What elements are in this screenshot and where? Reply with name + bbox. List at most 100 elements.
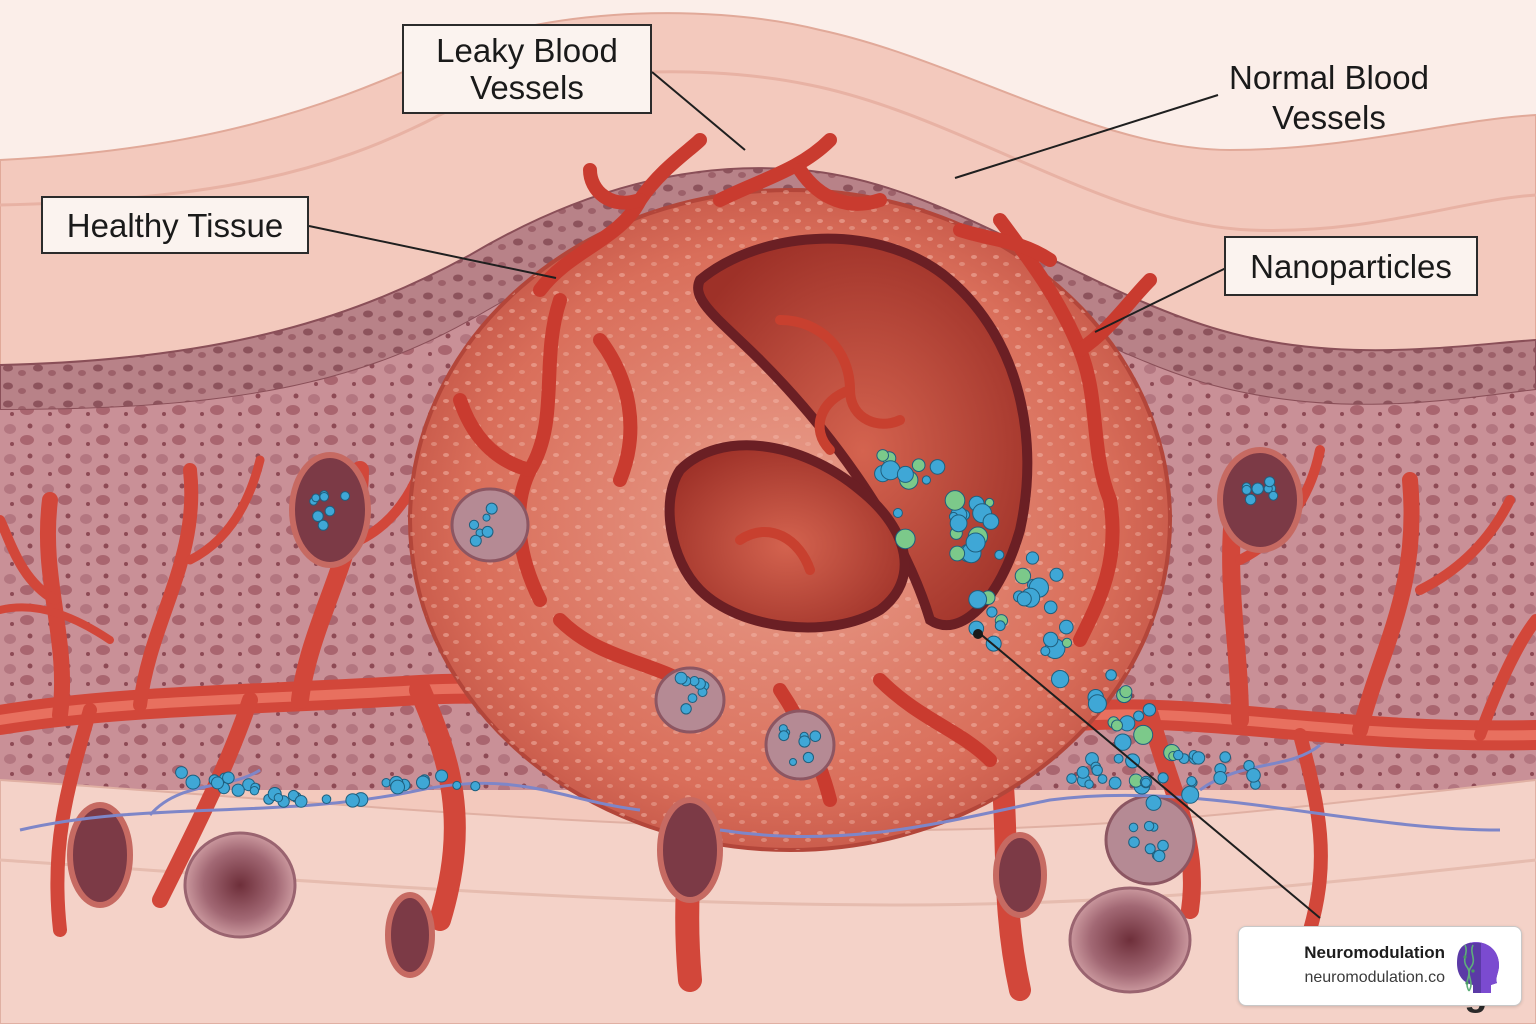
nanoparticle — [1219, 751, 1231, 763]
nanoparticle — [1140, 777, 1151, 788]
nanoparticle — [1113, 753, 1124, 764]
label-nanoparticles-text: Nanoparticles — [1250, 247, 1452, 285]
leader-lines — [308, 71, 1321, 919]
nanoparticle — [680, 703, 692, 715]
nanoparticle — [1244, 493, 1257, 506]
nanoparticle — [798, 735, 811, 748]
nanoparticle — [1133, 724, 1154, 745]
nanoparticle — [1043, 600, 1058, 615]
label-leaky-line2: Vessels — [470, 69, 584, 106]
nanoparticle — [481, 525, 494, 538]
label-healthy-tissue: Healthy Tissue — [41, 196, 309, 254]
nanoparticle — [435, 769, 449, 783]
nanoparticle — [1142, 703, 1157, 717]
nanoparticle — [1025, 551, 1040, 565]
nanoparticle — [1108, 776, 1122, 790]
nanoparticle — [896, 465, 914, 483]
nanoparticle — [1061, 637, 1073, 649]
nanoparticle — [1084, 779, 1094, 789]
nanoparticle — [876, 449, 890, 462]
nanoparticle — [892, 508, 903, 518]
nanoparticle — [1128, 822, 1139, 833]
nanoparticle — [911, 458, 926, 473]
label-normal-blood-vessels: Normal Blood Vessels — [1200, 58, 1458, 138]
nanoparticle — [1097, 774, 1108, 784]
nanoparticle — [965, 532, 986, 553]
nanoparticle — [1153, 849, 1166, 863]
nanoparticle — [1016, 591, 1032, 607]
nanoparticle — [982, 513, 1000, 530]
label-leaky-blood-vessels: Leaky Blood Vessels — [402, 24, 652, 114]
label-nanoparticles: Nanoparticles — [1224, 236, 1478, 296]
nanoparticle — [416, 775, 430, 790]
label-normal-line1: Normal Blood — [1229, 59, 1429, 96]
nanoparticle — [324, 505, 336, 517]
nanoparticle — [381, 778, 391, 788]
nanoparticle — [1213, 771, 1228, 785]
nanoparticle — [1157, 839, 1169, 852]
nanoparticle — [1091, 764, 1103, 776]
nanoparticle — [1181, 785, 1200, 804]
nanoparticle — [390, 779, 406, 795]
nanoparticle — [185, 774, 201, 790]
nanoparticle — [1144, 843, 1156, 855]
nanoparticle — [994, 549, 1005, 560]
nanoparticle — [273, 793, 284, 803]
nanoparticle — [1246, 768, 1261, 783]
nanoparticle — [311, 493, 321, 503]
nanoparticle — [1040, 646, 1051, 657]
nanoparticle — [674, 671, 688, 685]
nanoparticle — [968, 590, 988, 609]
label-leaky-line1: Leaky Blood — [436, 32, 618, 69]
nanoparticle — [921, 475, 932, 485]
nanoparticle — [1066, 773, 1077, 784]
nanoparticle — [1251, 482, 1264, 495]
badge-title: Neuromodulation — [1304, 943, 1445, 962]
nanoparticle — [986, 606, 998, 618]
nanoparticles-cluster — [175, 449, 1279, 863]
nanoparticle — [994, 620, 1006, 632]
nanoparticle — [345, 793, 360, 808]
nanoparticle — [1191, 751, 1206, 765]
badge-url[interactable]: neuromodulation.co — [1304, 969, 1445, 986]
nanoparticle — [319, 492, 330, 502]
nanoparticle — [1186, 776, 1197, 787]
nanoparticle — [312, 510, 324, 523]
nanoparticle — [1114, 733, 1132, 751]
brain-head-logo-icon — [1457, 942, 1499, 993]
tumor-core-upper — [693, 233, 1033, 631]
nanoparticle — [1087, 694, 1107, 714]
watermark-badge[interactable]: Neuromodulation neuromodulation.co — [1238, 926, 1522, 1006]
nanoparticle — [211, 776, 224, 790]
nanoparticle — [294, 795, 308, 808]
nanoparticle — [778, 730, 790, 742]
nanoparticle — [1157, 772, 1169, 784]
nanoparticle — [1268, 490, 1279, 501]
nanoparticle — [789, 758, 797, 766]
nanoparticle — [949, 514, 968, 533]
nanoparticle — [1014, 567, 1032, 585]
nanoparticle — [1049, 567, 1064, 582]
nanoparticle — [452, 780, 462, 790]
nanoparticle — [949, 545, 966, 562]
nanoparticle — [1076, 766, 1090, 779]
label-healthy-text: Healthy Tissue — [66, 206, 284, 244]
nanoparticle — [1059, 619, 1074, 635]
nanoparticle — [1128, 836, 1140, 849]
nanoparticle — [895, 528, 916, 550]
nanoparticle — [687, 693, 698, 703]
nanoparticle — [470, 781, 481, 792]
nanoparticle — [802, 751, 815, 764]
nanoparticle — [317, 519, 329, 531]
nanoparticle — [175, 766, 188, 779]
nanoparticle — [1051, 670, 1070, 689]
nanoparticle — [469, 534, 482, 547]
nanoparticle — [880, 460, 901, 481]
nanoparticle — [231, 783, 245, 797]
nanoparticle — [222, 771, 235, 785]
nanoparticle — [1264, 476, 1276, 488]
nanoparticle — [468, 519, 480, 531]
nanoparticle — [249, 786, 260, 796]
